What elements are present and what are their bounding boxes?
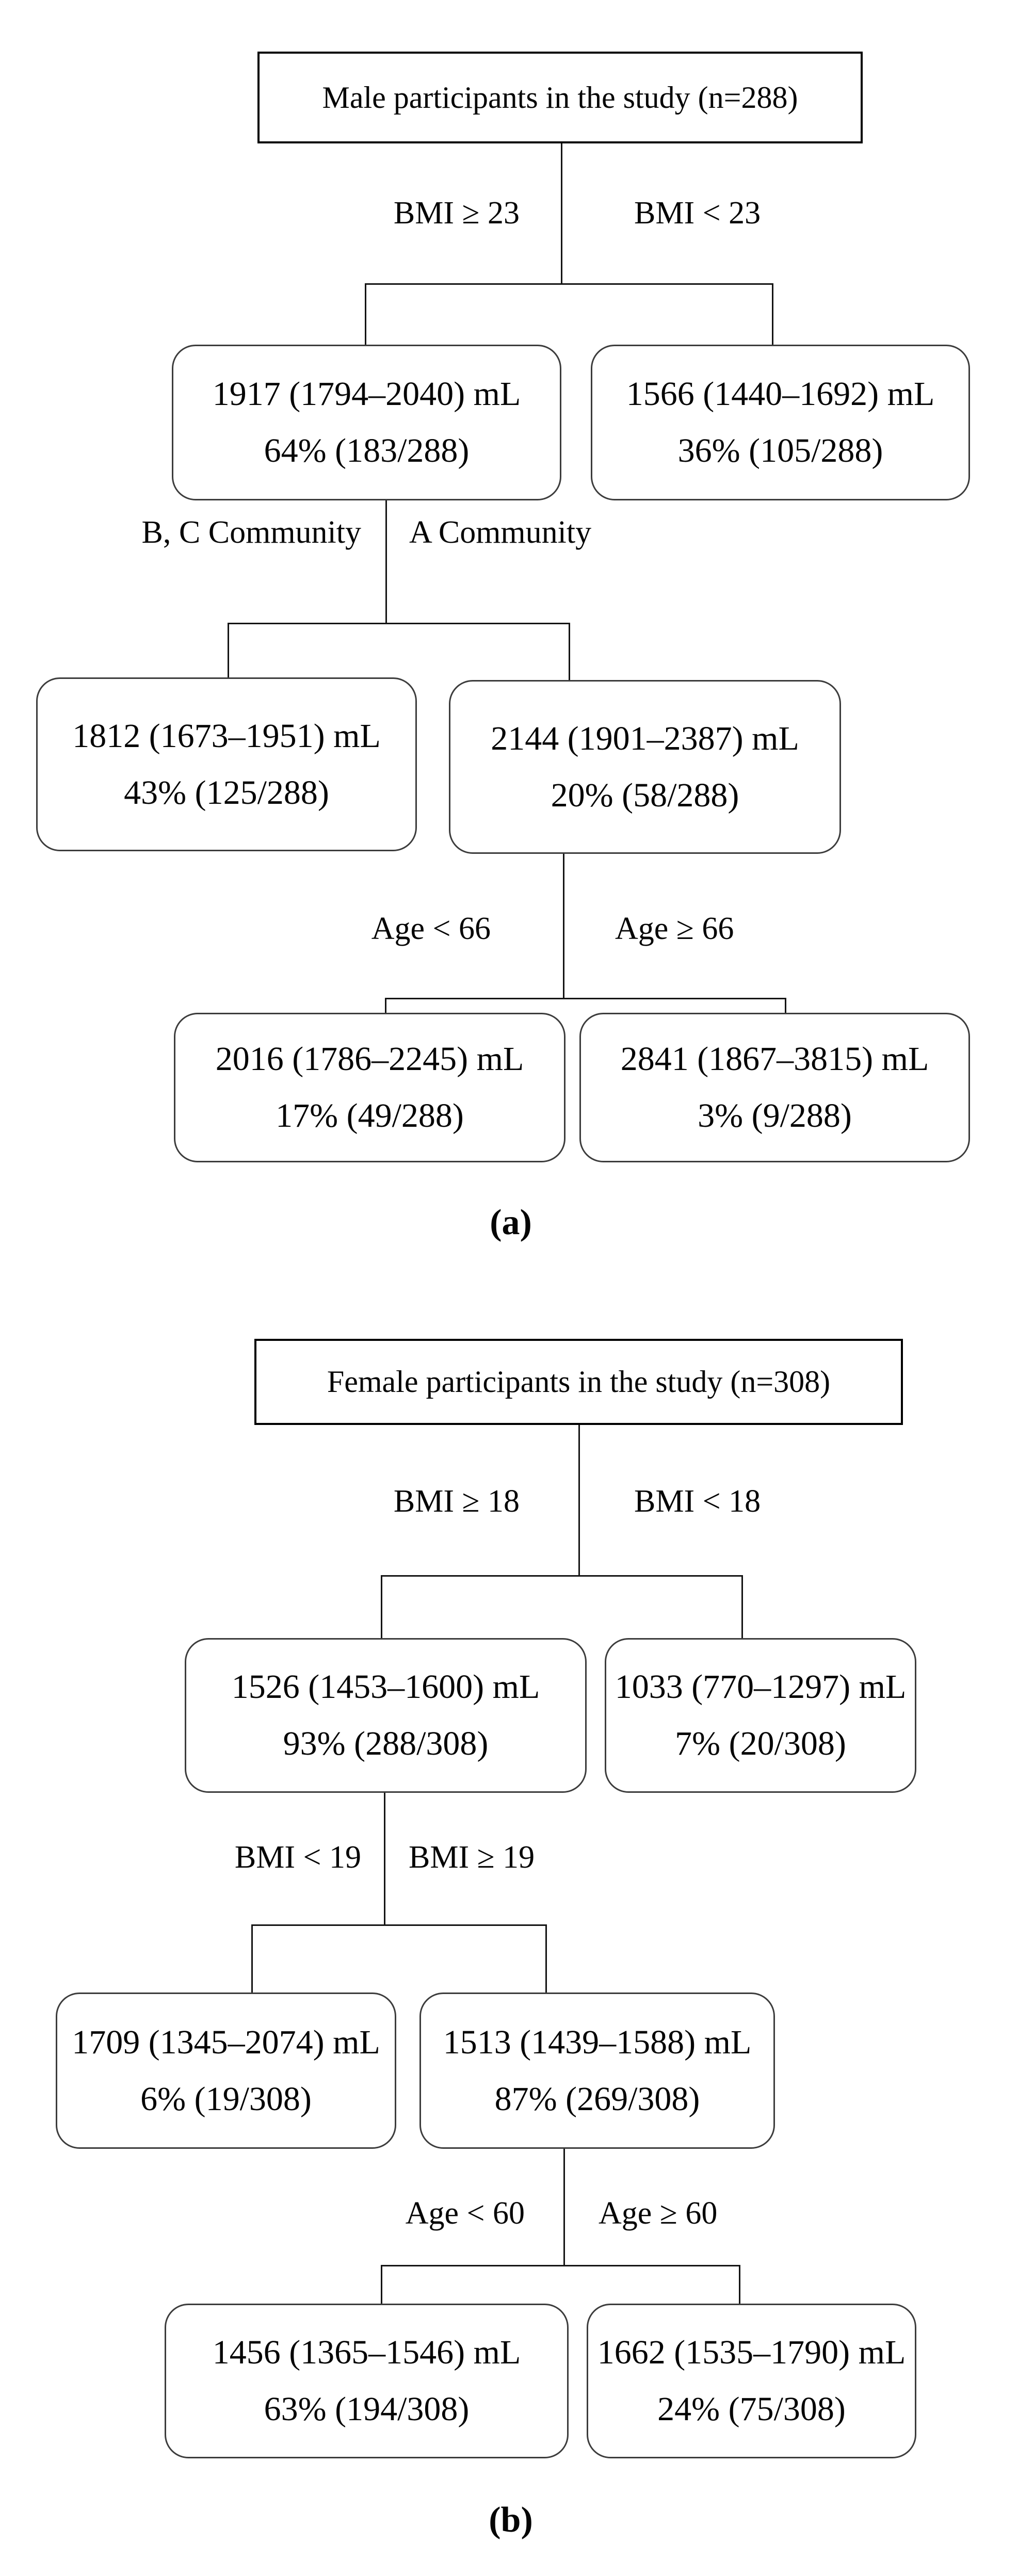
tree-node: 1513 (1439–1588) mL 87% (269/308): [419, 1992, 775, 2149]
connector-drop: [365, 283, 366, 345]
root-node-female: Female participants in the study (n=308): [254, 1339, 903, 1425]
panel-caption: (b): [489, 2500, 533, 2540]
node-percent-line: 17% (49/288): [276, 1097, 464, 1135]
node-volume-line: 1526 (1453–1600) mL: [231, 1668, 540, 1706]
connector-bar: [381, 2265, 740, 2266]
branch-label-left: Age < 66: [371, 911, 491, 946]
node-volume-line: 1566 (1440–1692) mL: [626, 375, 935, 413]
tree-node: 2016 (1786–2245) mL 17% (49/288): [174, 1013, 565, 1162]
branch-label-left: Age < 60: [405, 2196, 525, 2231]
node-percent-line: 63% (194/308): [264, 2390, 470, 2428]
node-percent-line: 20% (58/288): [551, 776, 739, 814]
node-percent-line: 7% (20/308): [675, 1725, 846, 1762]
branch-label-left: BMI ≥ 23: [393, 196, 520, 231]
tree-node: 2144 (1901–2387) mL 20% (58/288): [449, 680, 841, 854]
root-node-label: Female participants in the study (n=308): [327, 1365, 831, 1399]
connector-bar: [385, 998, 786, 999]
node-volume-line: 1033 (770–1297) mL: [615, 1668, 907, 1706]
connector-stem: [563, 2149, 565, 2265]
branch-label-right: BMI < 23: [634, 196, 761, 231]
connector-stem: [578, 1425, 580, 1575]
tree-node: 2841 (1867–3815) mL 3% (9/288): [579, 1013, 970, 1162]
branch-label-left: BMI ≥ 18: [393, 1484, 520, 1519]
connector-drop: [381, 1575, 382, 1638]
branch-label-right: BMI ≥ 19: [409, 1840, 535, 1875]
connector-bar: [381, 1575, 743, 1577]
connector-drop: [381, 2265, 382, 2304]
tree-node: 1662 (1535–1790) mL 24% (75/308): [587, 2304, 916, 2458]
connector-bar: [228, 623, 570, 624]
node-percent-line: 36% (105/288): [677, 432, 883, 469]
node-volume-line: 2016 (1786–2245) mL: [215, 1040, 524, 1078]
branch-label-right: Age ≥ 60: [599, 2196, 718, 2231]
connector-stem: [561, 143, 562, 283]
node-percent-line: 43% (125/288): [124, 773, 329, 812]
connector-drop: [228, 623, 229, 677]
connector-drop: [772, 283, 773, 345]
node-percent-line: 3% (9/288): [698, 1097, 852, 1135]
tree-node: 1917 (1794–2040) mL 64% (183/288): [172, 345, 561, 500]
branch-label-left: B, C Community: [141, 515, 361, 550]
branch-label-left: BMI < 19: [234, 1840, 361, 1875]
connector-drop: [385, 998, 386, 1014]
connector-stem: [385, 500, 387, 623]
connector-bar: [365, 283, 773, 285]
connector-drop: [569, 623, 570, 680]
tree-node: 1812 (1673–1951) mL 43% (125/288): [36, 677, 417, 851]
node-percent-line: 64% (183/288): [264, 432, 470, 469]
node-volume-line: 1662 (1535–1790) mL: [597, 2334, 906, 2371]
tree-node: 1709 (1345–2074) mL 6% (19/308): [56, 1992, 396, 2149]
node-volume-line: 1513 (1439–1588) mL: [443, 2023, 752, 2061]
tree-node: 1526 (1453–1600) mL 93% (288/308): [185, 1638, 587, 1793]
node-volume-line: 2841 (1867–3815) mL: [620, 1040, 929, 1078]
node-volume-line: 1917 (1794–2040) mL: [212, 375, 521, 413]
node-volume-line: 1709 (1345–2074) mL: [72, 2023, 380, 2061]
branch-label-right: A Community: [409, 515, 592, 550]
node-volume-line: 2144 (1901–2387) mL: [491, 719, 799, 757]
connector-drop: [545, 1924, 547, 1992]
node-volume-line: 1812 (1673–1951) mL: [72, 717, 381, 755]
tree-node: 1566 (1440–1692) mL 36% (105/288): [591, 345, 970, 500]
branch-label-right: BMI < 18: [634, 1484, 761, 1519]
connector-drop: [785, 998, 786, 1014]
tree-node: 1456 (1365–1546) mL 63% (194/308): [165, 2304, 569, 2458]
node-volume-line: 1456 (1365–1546) mL: [212, 2334, 521, 2371]
panel-caption: (a): [490, 1203, 532, 1242]
connector-stem: [384, 1793, 385, 1924]
connector-drop: [251, 1924, 253, 1992]
connector-stem: [563, 854, 564, 998]
node-percent-line: 6% (19/308): [140, 2080, 312, 2118]
connector-drop: [739, 2265, 740, 2304]
tree-node: 1033 (770–1297) mL 7% (20/308): [605, 1638, 916, 1793]
connector-bar: [251, 1924, 547, 1926]
root-node-male: Male participants in the study (n=288): [257, 52, 863, 143]
branch-label-right: Age ≥ 66: [615, 911, 734, 946]
node-percent-line: 24% (75/308): [657, 2390, 846, 2428]
node-percent-line: 93% (288/308): [283, 1725, 489, 1762]
node-percent-line: 87% (269/308): [494, 2080, 700, 2118]
root-node-label: Male participants in the study (n=288): [322, 80, 798, 115]
connector-drop: [741, 1575, 743, 1638]
